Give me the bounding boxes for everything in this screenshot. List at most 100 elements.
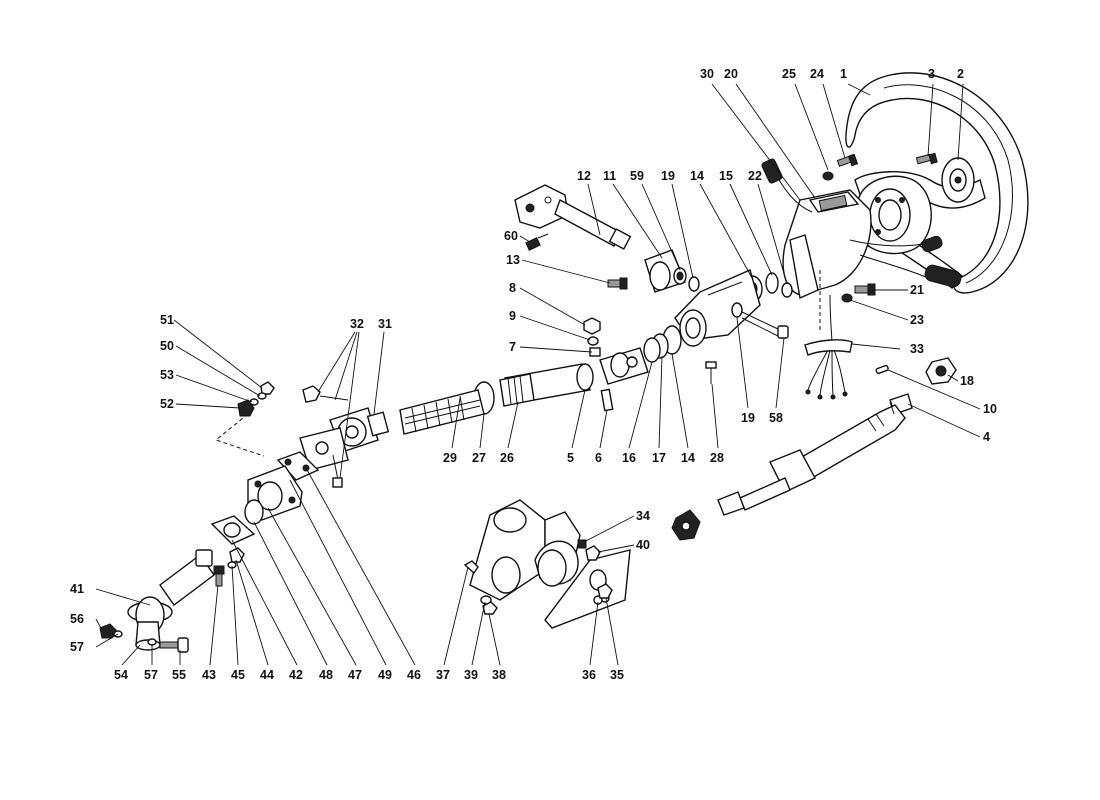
bolt-21 (854, 283, 876, 296)
screw-28 (705, 361, 717, 384)
splined-shaft-29 (399, 389, 485, 435)
spring-16-17 (643, 333, 669, 363)
intermediate-shaft (499, 363, 594, 407)
callout-42: 42 (289, 668, 303, 682)
callout-44: 44 (260, 668, 274, 682)
bolt-58 (741, 311, 789, 339)
pin-6 (600, 388, 614, 412)
circlip-19-lower (731, 302, 743, 318)
callout-36: 36 (582, 668, 596, 682)
nut-52 (237, 399, 255, 417)
callout-18: 18 (960, 374, 974, 388)
callout-19-mid: 19 (741, 411, 755, 425)
spacer-22 (781, 282, 793, 298)
washer-9 (587, 336, 599, 346)
callout-2: 2 (957, 67, 964, 81)
callout-26: 26 (500, 451, 514, 465)
callout-3: 3 (928, 67, 935, 81)
callout-25: 25 (782, 67, 796, 81)
callout-13: 13 (506, 253, 520, 267)
wiring-harness (804, 270, 853, 400)
nut-38 (482, 601, 498, 615)
callout-51: 51 (160, 313, 174, 327)
callout-33: 33 (910, 342, 924, 356)
lower-u-joint (299, 407, 390, 471)
steering-lock (514, 184, 632, 250)
nut-40 (585, 545, 601, 561)
callout-60: 60 (504, 229, 518, 243)
bolt-51 (260, 381, 275, 395)
callout-34: 34 (636, 509, 650, 523)
horn-button (941, 157, 975, 203)
callout-21: 21 (910, 283, 924, 297)
callout-49: 49 (378, 668, 392, 682)
pinch-bolt-32 (302, 385, 349, 488)
callout-40: 40 (636, 538, 650, 552)
callout-53: 53 (160, 368, 174, 382)
callout-57-bottom: 57 (144, 668, 158, 682)
bolt-55 (159, 637, 189, 653)
callout-7: 7 (509, 340, 516, 354)
callout-46: 46 (407, 668, 421, 682)
callout-35: 35 (610, 668, 624, 682)
adjuster-nut (671, 509, 701, 541)
callout-56: 56 (70, 612, 84, 626)
callout-19-top: 19 (661, 169, 675, 183)
bushing-59 (673, 267, 687, 285)
callout-28: 28 (710, 451, 724, 465)
key-10 (875, 364, 889, 375)
callout-11: 11 (603, 169, 616, 183)
wiper-stalk (849, 235, 962, 288)
nut-35 (597, 583, 613, 599)
callout-41: 41 (70, 582, 84, 596)
callout-48: 48 (319, 668, 333, 682)
lower-shaft-41 (127, 549, 215, 651)
upper-steering-shaft (717, 393, 913, 516)
callout-27: 27 (472, 451, 486, 465)
bolt-37 (463, 560, 479, 575)
callout-15: 15 (719, 169, 733, 183)
callout-54: 54 (114, 668, 128, 682)
callout-55: 55 (172, 668, 186, 682)
ring-15 (765, 272, 779, 294)
callout-58: 58 (769, 411, 783, 425)
callout-20: 20 (724, 67, 738, 81)
callout-43: 43 (202, 668, 216, 682)
bolt-43 (213, 565, 225, 587)
callout-14-top: 14 (690, 169, 704, 183)
switch-housing (782, 189, 872, 300)
callout-32: 32 (350, 317, 364, 331)
support-bracket (469, 499, 581, 601)
washer-25 (822, 171, 834, 181)
callout-39: 39 (464, 668, 478, 682)
callout-31: 31 (378, 317, 392, 331)
callout-45: 45 (231, 668, 245, 682)
bearing-housing (674, 269, 761, 347)
callout-23: 23 (910, 313, 924, 327)
screw-13 (607, 277, 628, 290)
washer-50 (257, 392, 267, 400)
assembly-dashed-line (214, 413, 265, 457)
callout-38: 38 (492, 668, 506, 682)
callout-8: 8 (509, 281, 516, 295)
screw-3 (915, 152, 938, 165)
nut-56 (99, 623, 117, 639)
callout-30: 30 (700, 67, 714, 81)
callout-50: 50 (160, 339, 174, 353)
circlip-19-upper (688, 276, 700, 292)
callout-17: 17 (652, 451, 666, 465)
callout-5: 5 (567, 451, 574, 465)
plate-42 (210, 515, 256, 545)
callout-6: 6 (595, 451, 602, 465)
callout-24: 24 (810, 67, 824, 81)
callout-57-left: 57 (70, 640, 84, 654)
nut-18 (925, 357, 957, 385)
callout-16: 16 (622, 451, 636, 465)
callout-4: 4 (983, 430, 990, 444)
callout-12: 12 (577, 169, 591, 183)
callout-1: 1 (840, 67, 847, 81)
nut-8 (583, 317, 601, 335)
callout-47: 47 (348, 668, 362, 682)
screw-24 (836, 153, 859, 167)
